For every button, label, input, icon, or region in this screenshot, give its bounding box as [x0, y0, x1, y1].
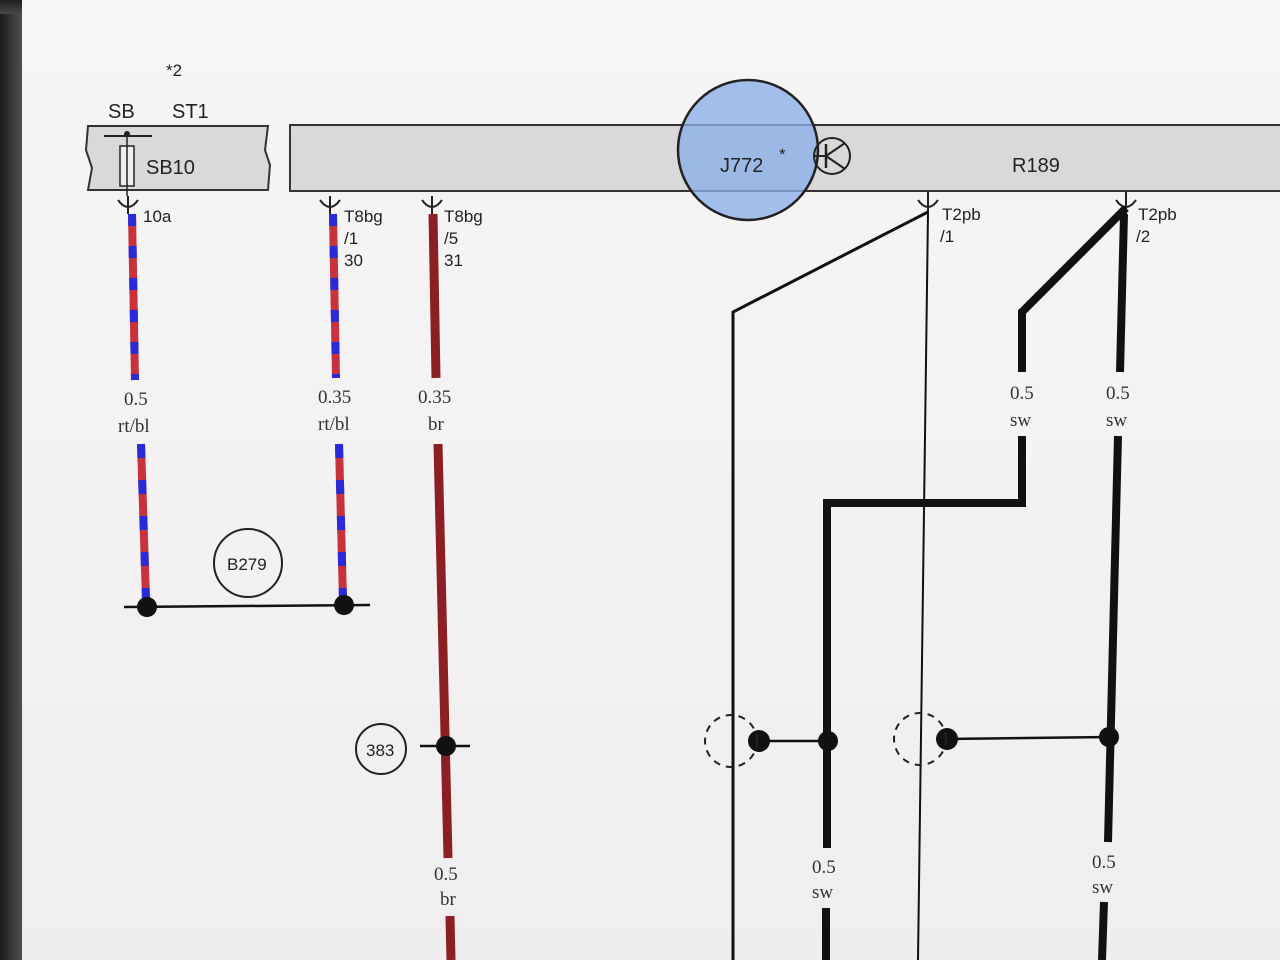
terminal-10a: 10a [143, 207, 172, 226]
wire-size-8: 0.5 [1092, 852, 1116, 873]
wire-sw-signal [1018, 205, 1129, 372]
transistor-icon [813, 137, 851, 175]
wire-color-2: rt/bl [318, 414, 350, 435]
control-unit-marker: * [779, 145, 786, 164]
wire-sw-right-lower [1098, 901, 1108, 960]
wire-size-5: 0.5 [1106, 383, 1130, 404]
wire-link-right [945, 735, 1111, 741]
junction-dot [137, 597, 157, 617]
wire-br-middle [433, 443, 453, 859]
wire-size-2: 0.35 [318, 387, 351, 408]
junction-dot [334, 595, 354, 615]
connector-383: 383 [366, 741, 394, 760]
wire-size-3: 0.35 [418, 387, 451, 408]
terminal-t8bg-5-line1: T8bg [444, 207, 483, 226]
shield-circle [893, 712, 947, 766]
terminal-arrow-icon [117, 196, 139, 214]
terminal-t8bg-5-line3: 31 [444, 251, 463, 270]
shield-circle [704, 714, 758, 768]
wire-sw-right-middle [1104, 435, 1122, 843]
wire-rt-bl-upper-1 [128, 213, 139, 381]
terminal-t2pb-1-line2: /1 [940, 227, 954, 246]
wire-color-6: br [440, 889, 457, 910]
wire-color-4: sw [1010, 410, 1031, 431]
terminal-t8bg-1-line3: 30 [344, 251, 363, 270]
wire-size-1: 0.5 [124, 389, 148, 410]
fuse-label: SB10 [146, 157, 195, 179]
wire-shield-1 [731, 210, 929, 960]
wire-br-lower [445, 915, 456, 960]
wire-size-7: 0.5 [812, 857, 836, 878]
camera-label: R189 [1012, 155, 1060, 177]
connector-b279-circle [213, 528, 283, 598]
wiring-diagram-screen: *2 SB ST1 SB10 J772 * R189 10a T8bg /1 3… [22, 0, 1280, 960]
monitor-bezel-left [0, 0, 22, 960]
wire-size-4: 0.5 [1010, 383, 1034, 404]
wire-sw-right-upper [1116, 213, 1128, 373]
highlight-circle [676, 78, 820, 222]
fuse-icon [119, 131, 135, 196]
wire-shield-2 [917, 211, 929, 960]
control-unit-label: J772 [720, 155, 763, 177]
connector-b279: B279 [227, 555, 267, 574]
terminal-t2pb-2-line2: /2 [1136, 227, 1150, 246]
terminal-arrow-icon [319, 196, 341, 214]
wire-sw-bend [823, 436, 1026, 848]
wire-br-upper [428, 213, 441, 379]
wire-color-1: rt/bl [118, 416, 150, 437]
label-sb: SB [108, 101, 135, 123]
terminal-t2pb-2-line1: T2pb [1138, 205, 1177, 224]
wire-color-8: sw [1092, 877, 1113, 898]
terminal-t8bg-1-line1: T8bg [344, 207, 383, 226]
wiring-diagram: *2 SB ST1 SB10 J772 * R189 10a T8bg /1 3… [84, 61, 1280, 960]
wire-color-5: sw [1106, 410, 1127, 431]
terminal-t8bg-1-line2: /1 [344, 229, 358, 248]
terminal-t8bg-5-line2: /5 [444, 229, 458, 248]
junction-dot [436, 736, 456, 756]
junction-dot [818, 731, 838, 751]
wire-ground-b279 [123, 603, 371, 609]
terminal-t2pb-1-line1: T2pb [942, 205, 981, 224]
wire-size-6: 0.5 [434, 864, 458, 885]
junction-dot [1099, 727, 1119, 747]
wire-color-3: br [428, 414, 445, 435]
label-st1: ST1 [172, 101, 209, 123]
terminal-arrow-icon [421, 196, 443, 214]
marker-star-2: *2 [166, 61, 182, 80]
junction-dot [748, 730, 770, 752]
connector-383-circle [355, 723, 407, 775]
wire-color-7: sw [812, 882, 833, 903]
terminal-arrow-icon [917, 192, 939, 214]
